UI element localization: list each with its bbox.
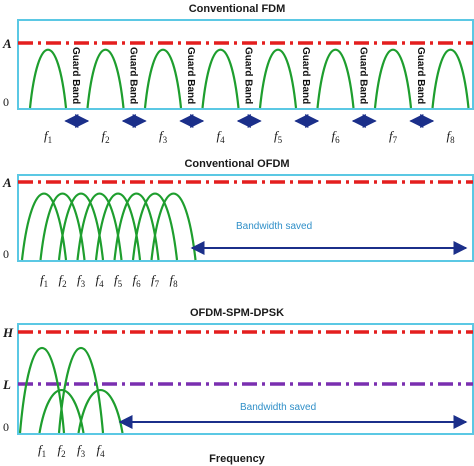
- subcarrier-curve: [86, 48, 125, 109]
- panel-frame: [17, 174, 474, 262]
- zero-label: 0: [3, 247, 9, 261]
- frequency-label: f5: [114, 272, 123, 289]
- frequency-label: f2: [101, 128, 109, 145]
- frequency-subscript: 4: [100, 449, 105, 459]
- frequency-label: f6: [331, 128, 340, 145]
- bandwidth-saved-label: Bandwidth saved: [240, 402, 316, 413]
- frequency-subscript: 2: [61, 449, 66, 459]
- frequency-label: f5: [274, 128, 283, 145]
- guard-band-label: Guard Band: [242, 47, 253, 104]
- frequency-label: f2: [57, 442, 65, 459]
- panel-title: Conventional FDM: [189, 3, 286, 15]
- subcarrier-curve: [113, 192, 160, 261]
- subcarrier-curve: [201, 48, 240, 109]
- frequency-label: f7: [389, 128, 398, 145]
- frequency-subscript: 8: [450, 135, 455, 145]
- subcarrier-curve: [431, 48, 470, 109]
- frequency-subscript: 2: [62, 279, 67, 289]
- subcarrier-curve: [20, 192, 68, 261]
- frequency-subscript: 6: [136, 279, 141, 289]
- level-label: A: [2, 175, 12, 190]
- subcarrier-curve: [150, 192, 197, 261]
- subcarrier-curve: [28, 48, 68, 109]
- frequency-subscript: 3: [163, 135, 168, 145]
- frequency-axis-label: Frequency: [209, 453, 266, 465]
- frequency-label: f3: [159, 128, 168, 145]
- frequency-labels: f1 f2 f3 f4 f5 f6 f7 f8: [40, 272, 178, 289]
- subcarrier-curve: [76, 192, 123, 261]
- guard-band-label: Guard Band: [70, 47, 81, 104]
- guard-band-label: Guard Band: [185, 47, 196, 104]
- frequency-subscript: 5: [118, 279, 123, 289]
- frequency-subscript: 3: [81, 449, 86, 459]
- frequency-label: f1: [44, 128, 52, 145]
- frequency-subscript: 2: [105, 135, 110, 145]
- frequency-labels: f1 f2 f3 f4: [38, 442, 105, 459]
- panel-conventional-ofdm: Conventional OFDM A 0 Bandwidth saved f1…: [2, 158, 474, 289]
- subcarrier-curve-high: [57, 346, 105, 434]
- frequency-label: f4: [96, 442, 105, 459]
- frequency-label: f8: [169, 272, 178, 289]
- frequency-subscript: 4: [99, 279, 104, 289]
- subcarrier-curves: [28, 48, 470, 109]
- guard-band-label: Guard Band: [357, 47, 368, 104]
- guard-band-label: Guard Band: [127, 47, 138, 104]
- frequency-label: f6: [132, 272, 141, 289]
- guard-bands: Guard Band Guard Band Guard Band Guard Band…: [64, 47, 435, 128]
- subcarrier-curve: [94, 192, 142, 261]
- frequency-subscript: 4: [220, 135, 225, 145]
- panel-frame: [17, 323, 474, 435]
- subcarrier-curve: [373, 48, 413, 109]
- frequency-subscript: 1: [44, 279, 49, 289]
- subcarrier-curve: [316, 48, 355, 109]
- subcarrier-curve: [39, 192, 86, 261]
- frequency-labels: f1 f2 f3 f4 f5 f6 f7 f8: [44, 128, 455, 145]
- level-label-low: L: [2, 377, 11, 392]
- frequency-label: f2: [58, 272, 66, 289]
- subcarrier-curves: [18, 346, 124, 434]
- frequency-label: f3: [77, 272, 86, 289]
- panel-title: Conventional OFDM: [184, 158, 289, 170]
- panel-frame: [17, 19, 474, 110]
- zero-label: 0: [3, 95, 9, 109]
- frequency-subscript: 7: [393, 135, 398, 145]
- subcarrier-curve-high: [18, 346, 66, 434]
- subcarrier-curve: [143, 48, 183, 109]
- frequency-subscript: 5: [278, 135, 283, 145]
- subcarrier-curve: [258, 48, 298, 109]
- frequency-subscript: 1: [48, 135, 53, 145]
- frequency-label: f1: [40, 272, 48, 289]
- guard-band-label: Guard Band: [415, 47, 426, 104]
- frequency-label: f4: [216, 128, 225, 145]
- guard-band-label: Guard Band: [300, 47, 311, 104]
- level-label-high: H: [2, 325, 14, 340]
- panel-title: OFDM-SPM-DPSK: [190, 307, 284, 319]
- level-label: A: [2, 36, 12, 51]
- frequency-label: f1: [38, 442, 46, 459]
- bandwidth-saved-label: Bandwidth saved: [236, 221, 312, 232]
- frequency-label: f8: [446, 128, 455, 145]
- subcarrier-curve: [57, 192, 105, 261]
- frequency-label: f4: [95, 272, 104, 289]
- frequency-subscript: 3: [81, 279, 86, 289]
- frequency-subscript: 6: [335, 135, 340, 145]
- subcarrier-curve-low: [38, 389, 85, 434]
- frequency-label: f7: [151, 272, 160, 289]
- subcarrier-curves: [20, 192, 197, 261]
- frequency-subscript: 8: [173, 279, 178, 289]
- panel-ofdm-spm-dpsk: OFDM-SPM-DPSK H L 0 Bandwidth saved f1 f2…: [2, 307, 474, 459]
- frequency-label: f3: [77, 442, 86, 459]
- zero-label: 0: [3, 420, 9, 434]
- frequency-subscript: 7: [155, 279, 160, 289]
- frequency-subscript: 1: [42, 449, 47, 459]
- subcarrier-curve: [131, 192, 179, 261]
